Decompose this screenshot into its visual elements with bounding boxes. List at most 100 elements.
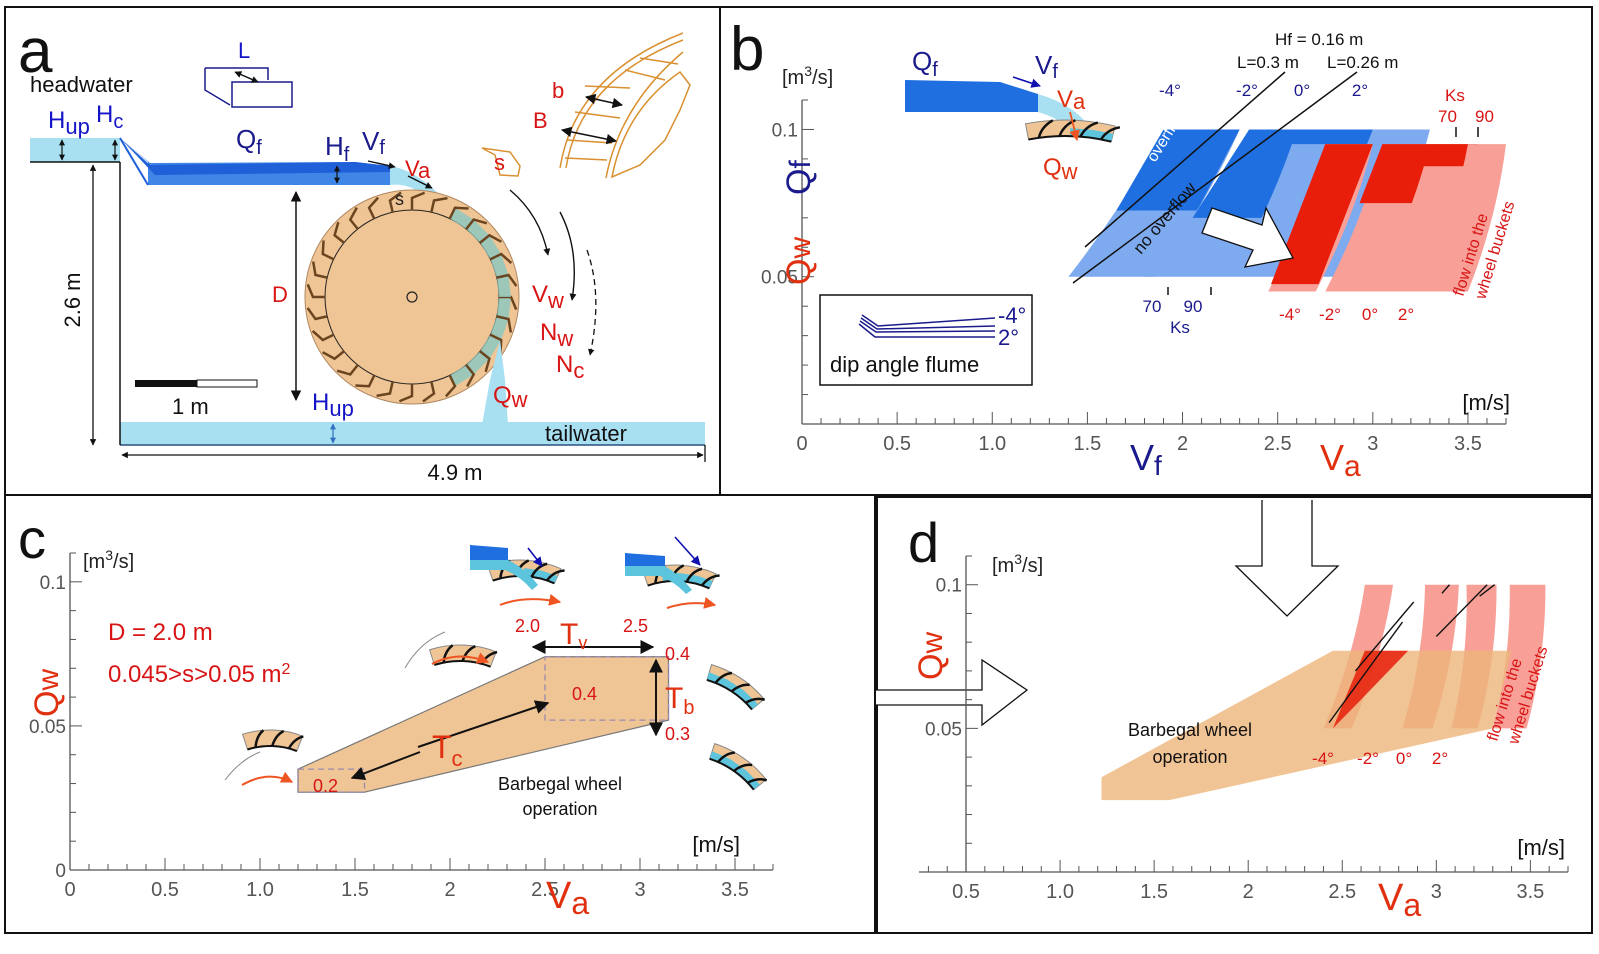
arrow-b-to-d <box>1234 500 1340 617</box>
wheel-bucket <box>311 329 335 342</box>
wheel-bucket <box>321 240 335 261</box>
bucket-blade <box>714 671 733 684</box>
rotation-arrow <box>241 771 294 786</box>
water-wheel <box>304 189 520 405</box>
mini-flume <box>625 553 665 566</box>
operation-label-2: operation <box>522 799 597 819</box>
motion-line <box>224 751 261 781</box>
mini-jet <box>470 560 538 590</box>
bucket-blade <box>1058 119 1076 137</box>
bucket-ring-sketch <box>559 32 691 179</box>
wheel-bucket <box>479 233 502 244</box>
x-tick-label: 2.5 <box>531 879 559 901</box>
tv-label: Tv <box>560 618 587 653</box>
inset-vf-label: Vf <box>1035 50 1058 83</box>
legend-top-angle: -4° <box>998 303 1026 328</box>
bucket-blade <box>442 644 454 663</box>
wheel-bucket <box>333 221 345 244</box>
bucket-blade <box>733 763 753 772</box>
bucket-blade <box>530 562 548 578</box>
wheel-bucket <box>430 196 448 213</box>
panel-frames <box>4 6 1593 934</box>
x-tick-label: 1.5 <box>1140 881 1168 903</box>
motion-line <box>404 631 446 669</box>
red-angle-label: 2° <box>1398 305 1414 324</box>
panel-b-x-label-vf: Vf <box>1130 437 1162 481</box>
bucket-inner-rim <box>709 757 755 791</box>
x-tick-label: 1.5 <box>1073 433 1101 455</box>
bucket-blade <box>700 574 720 587</box>
d-l-line <box>1479 584 1496 597</box>
dip-angle-legend <box>819 294 1033 386</box>
velocity-arrow <box>527 547 543 567</box>
v-w-label: Vw <box>532 281 564 313</box>
bucket-water <box>449 207 474 229</box>
h-f-label: Hf <box>325 131 350 166</box>
tv-left-value: 2.0 <box>515 616 540 636</box>
bucket-blade <box>685 567 703 583</box>
tv-right-value: 2.5 <box>623 616 648 636</box>
x-tick-label: 2 <box>444 879 455 901</box>
wheel-bucket <box>322 350 345 361</box>
wheel-bucket <box>306 283 325 299</box>
wheel-bucket <box>496 273 518 287</box>
d-operation-region <box>1101 650 1512 801</box>
param-s: 0.045>s>0.05 m2 <box>108 661 290 688</box>
bucket-water <box>466 351 490 375</box>
l-length-sketch <box>204 67 293 108</box>
d-band-3 <box>1492 584 1546 729</box>
panel-d-y-label: Qw <box>912 632 950 680</box>
outflow-jet <box>482 340 508 425</box>
d-label: D <box>272 282 288 307</box>
bucket-blade <box>254 729 265 748</box>
tailwater-pool <box>120 422 705 445</box>
q-f-label: Qf <box>236 124 262 159</box>
blue-angle-label: -4° <box>1159 81 1181 100</box>
scale-bar-label: 1 m <box>172 394 209 419</box>
h-c-label: Hc <box>96 101 123 133</box>
bucket-blade <box>1037 119 1054 139</box>
x-tick-label: 3.5 <box>1454 433 1482 455</box>
panel-c-y-unit: [m3/s] <box>83 547 134 573</box>
bucket-inner-rim <box>247 745 298 752</box>
d-angle-label: 0° <box>1396 749 1412 768</box>
hf-note: Hf = 0.16 m <box>1275 30 1363 49</box>
panel-b-y-label-qw: Qw <box>780 237 818 285</box>
bucket-water <box>496 297 511 320</box>
rotation-arrow <box>431 652 490 665</box>
v-a-label: Va <box>405 156 431 183</box>
d-l-line <box>1441 584 1451 594</box>
band-red-dark-4 <box>1271 144 1373 285</box>
x-tick-label: 0.5 <box>883 433 911 455</box>
red-angle-label: 0° <box>1362 305 1378 324</box>
x-tick-label: 3.5 <box>1516 881 1544 903</box>
wheel-bucket <box>398 384 414 403</box>
dashed-box-large <box>544 656 670 721</box>
headwater-label: headwater <box>30 72 133 97</box>
ks-blue-label: Ks <box>1170 318 1190 337</box>
panel-b-y-label-qf: Qf <box>780 160 818 195</box>
blue-angle-label: 0° <box>1294 81 1310 100</box>
b-label: b <box>552 78 564 103</box>
rotation-arrow <box>666 597 717 609</box>
panel-d-letter: d <box>908 511 939 574</box>
bucket-blade <box>461 645 476 662</box>
bucket-blade <box>730 683 750 693</box>
x-tick-label: 2 <box>1243 881 1254 903</box>
tc-label: Tc <box>432 729 463 771</box>
s-wheel-label: s <box>395 189 404 209</box>
mini-jet <box>625 566 692 594</box>
wheel-bucket <box>306 307 328 321</box>
transfer-arrow <box>1201 206 1294 268</box>
wheel-bucket <box>489 252 513 265</box>
wheel-bucket <box>496 315 513 333</box>
panel-b-bands: -4°-2°0°2°-4°-2°0°2° <box>1068 81 1506 324</box>
d-operation-label-1: Barbegal wheel <box>1128 720 1252 740</box>
velocity-arrow <box>674 536 701 566</box>
length-dim-label: 4.9 m <box>427 460 482 485</box>
